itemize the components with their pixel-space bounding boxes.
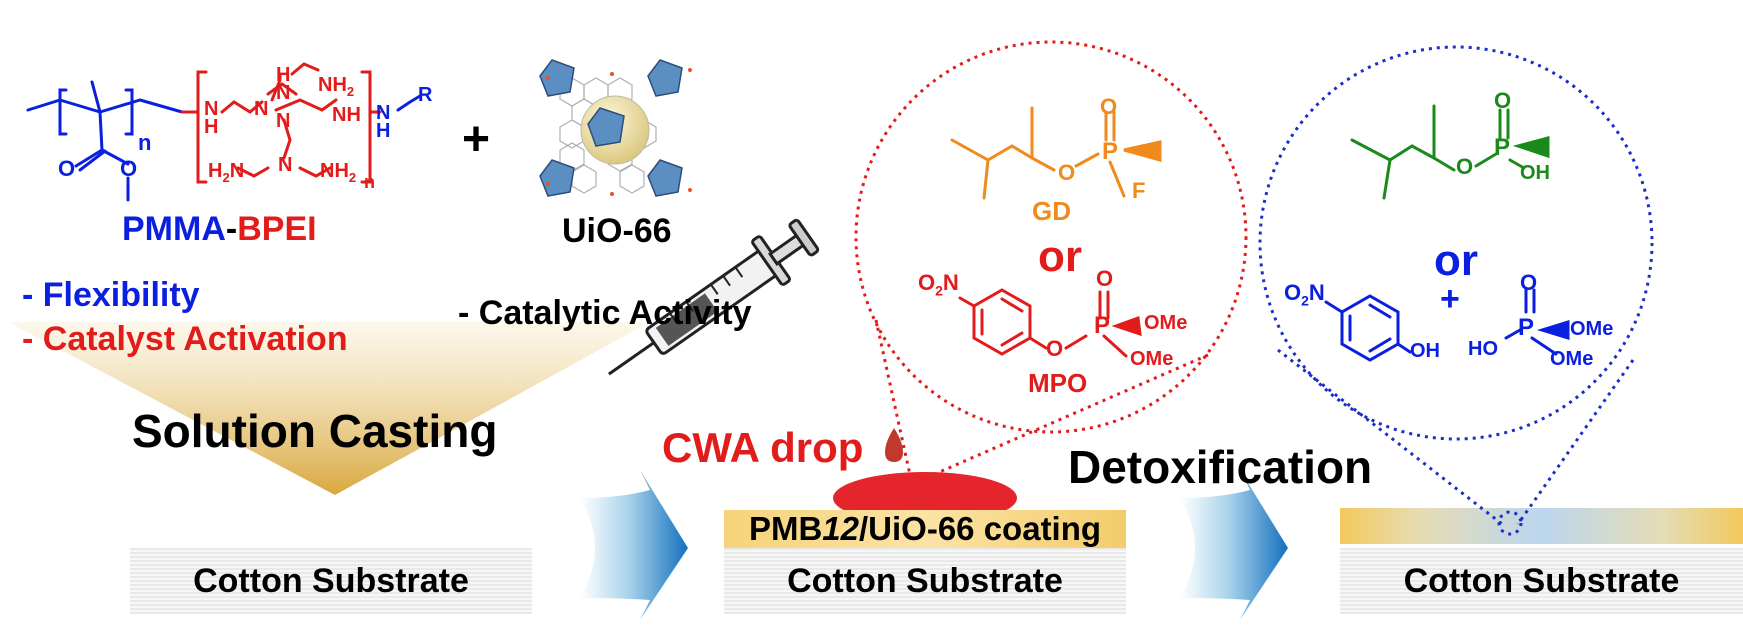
mpo-label: MPO — [1028, 368, 1088, 398]
product-magnifier — [1258, 45, 1654, 536]
phosphate-p: P — [1518, 314, 1535, 341]
nitrophenol-oh: OH — [1410, 340, 1440, 362]
mpo-o-ether: O — [1046, 336, 1064, 361]
uio66-structure-icon — [539, 59, 692, 197]
product-plus: + — [1440, 280, 1460, 318]
product-p: P — [1494, 134, 1511, 161]
cotton-substrate-right: Cotton Substrate — [1340, 548, 1743, 614]
flexibility-property: - Flexibility — [22, 276, 200, 314]
pmma-bpei-label: PMMA-BPEI — [122, 210, 317, 249]
cotton-substrate-middle: Cotton Substrate — [724, 548, 1126, 614]
catalyst-activation-property: - Catalyst Activation — [22, 320, 348, 358]
bpei-h2n: H2N — [208, 160, 245, 185]
bpei-n-low: N — [278, 154, 293, 176]
coating-italic: 12 — [822, 510, 859, 547]
phosphate-ome-1: OMe — [1570, 318, 1614, 340]
gd-structure — [950, 106, 1162, 200]
product-or: or — [1434, 236, 1478, 285]
gd-o-double: O — [1100, 94, 1118, 119]
dimethyl-phosphate-structure — [1504, 288, 1570, 356]
gd-product-structure — [1350, 104, 1550, 200]
process-arrow-1 — [580, 470, 688, 620]
phosphate-ho: HO — [1468, 338, 1498, 360]
mpo-o-double: O — [1096, 266, 1114, 291]
process-arrow-2 — [1180, 470, 1288, 620]
detoxified-coating-band — [1340, 508, 1743, 544]
solution-casting-label: Solution Casting — [132, 405, 498, 457]
product-oh: OH — [1520, 162, 1550, 184]
label-dash: - — [225, 210, 238, 248]
bpei-structure — [180, 62, 382, 184]
product-o-double: O — [1494, 88, 1512, 113]
bpei-label: BPEI — [237, 210, 317, 248]
bpei-repeat-n: n — [364, 172, 375, 192]
pmma-label: PMMA — [122, 210, 226, 248]
detoxification-label: Detoxification — [1068, 441, 1373, 493]
gd-o-ether: O — [1058, 160, 1076, 185]
uio66-label: UiO-66 — [562, 212, 672, 250]
cotton-substrate-left: Cotton Substrate — [130, 548, 532, 614]
coating-prefix: PMB — [748, 510, 823, 547]
cwa-drop-label: CWA drop — [662, 424, 864, 471]
gd-label: GD — [1032, 196, 1071, 226]
mpo-structure — [958, 288, 1142, 358]
product-o-ether: O — [1456, 154, 1474, 179]
gd-p: P — [1102, 138, 1119, 165]
bpei-nh2-top: NH2 — [318, 74, 355, 99]
catalytic-activity-property: - Catalytic Activity — [458, 294, 752, 332]
coating-suffix: /UiO-66 coating — [859, 510, 1102, 547]
r-group: R — [418, 84, 433, 106]
reactant-magnifier — [854, 40, 1248, 486]
nitrophenol-structure — [1324, 294, 1412, 362]
bpei-nh2-low: NH2 — [320, 160, 357, 185]
syringe-icon — [608, 218, 820, 376]
pmma-structure — [26, 80, 184, 202]
reactant-or: or — [1038, 232, 1082, 281]
bpei-n-mid: N — [276, 110, 291, 132]
mpo-nitro: O2N — [918, 270, 959, 299]
bpei-n-1: N — [254, 98, 269, 120]
mpo-ome-1: OMe — [1144, 312, 1188, 334]
phosphate-ome-2: OMe — [1550, 348, 1594, 370]
pmma-ether-o: O — [120, 156, 138, 181]
plus-sign: + — [462, 113, 491, 166]
phosphate-o-double: O — [1520, 270, 1538, 295]
gd-f: F — [1132, 178, 1146, 203]
pmma-repeat-n: n — [138, 130, 152, 155]
r-group-bond — [396, 94, 422, 112]
bpei-n-top: N — [276, 82, 291, 104]
cwa-droplet — [885, 428, 903, 462]
pmma-ester-o: O — [58, 156, 76, 181]
nitrophenol-nitro: O2N — [1284, 280, 1325, 309]
mpo-ome-2: OMe — [1130, 348, 1174, 370]
bpei-h-top: H — [276, 64, 291, 86]
solution-casting-cone — [8, 322, 650, 495]
mpo-p: P — [1094, 312, 1111, 339]
bpei-nh-mid: NH — [332, 104, 361, 126]
